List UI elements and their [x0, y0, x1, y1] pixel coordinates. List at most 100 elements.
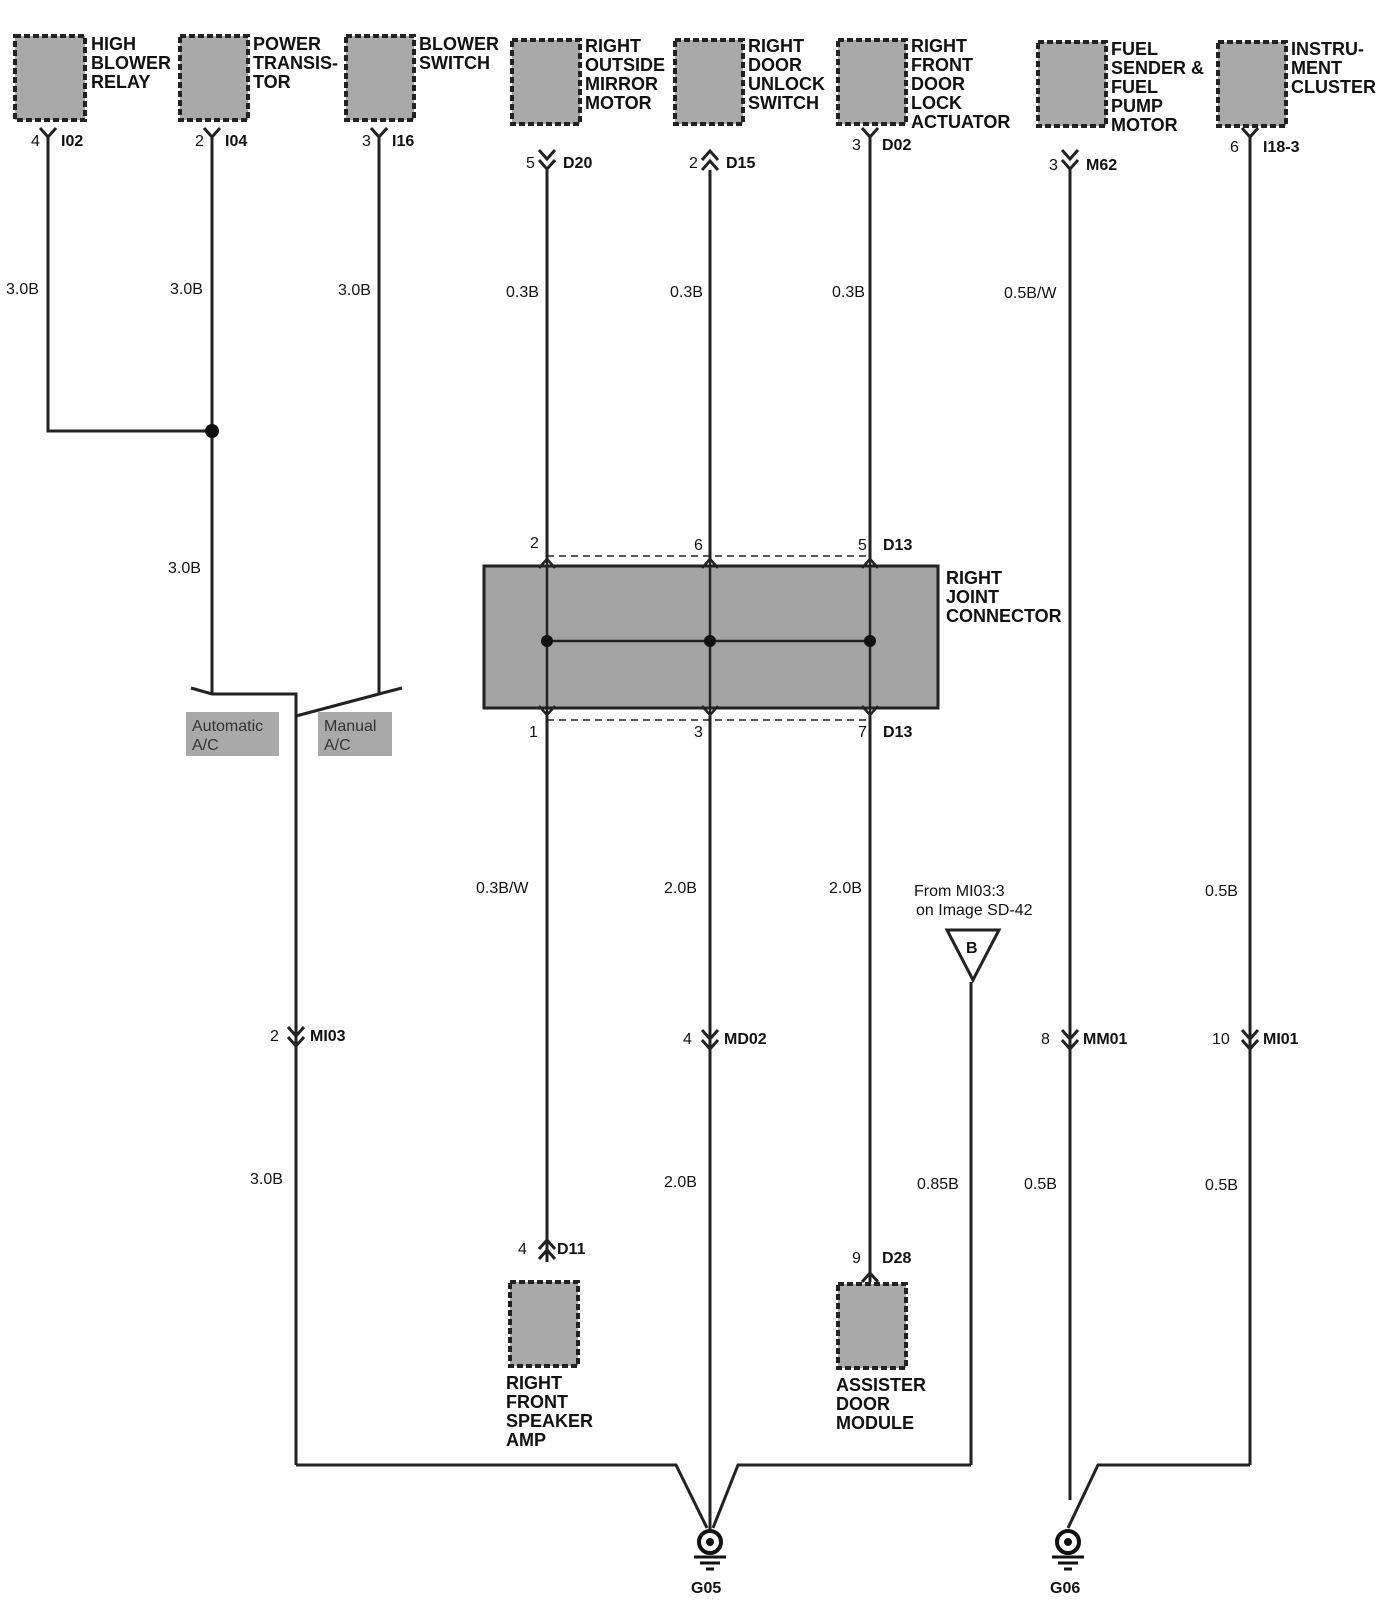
mirror-motor-label-4: MOTOR: [585, 93, 652, 113]
pin-m62: 3: [1049, 157, 1058, 174]
connector-id-i02: I02: [61, 133, 83, 150]
connector-id-i16: I16: [392, 133, 414, 150]
wire-size-m62: 0.5B/W: [1004, 285, 1057, 302]
pin-d13-top-1: 2: [530, 535, 539, 552]
pin-mm01: 8: [1041, 1031, 1050, 1048]
pin-d13-bottom-3: 7: [858, 724, 867, 741]
wire-size-i16: 3.0B: [338, 282, 371, 299]
wire-size-b: 0.85B: [917, 1176, 959, 1193]
wire-size-i18: 0.5B: [1205, 883, 1238, 900]
power-transistor-label-1: POWER: [253, 34, 321, 54]
power-transistor-label-2: TRANSIS-: [253, 53, 338, 73]
pin-d28: 9: [852, 1250, 861, 1267]
blower-switch-label-2: SWITCH: [419, 53, 490, 73]
fuel-sender-label-4: PUMP: [1111, 96, 1163, 116]
ground-g05: G05: [691, 1529, 726, 1597]
component-right-front-speaker-amp: RIGHT FRONT SPEAKER AMP: [506, 1280, 593, 1450]
pin-d11: 4: [518, 1241, 527, 1258]
component-right-outside-mirror-motor: RIGHT OUTSIDE MIRROR MOTOR: [510, 36, 665, 126]
mirror-motor-label-3: MIRROR: [585, 74, 658, 94]
wire-size-mi03: 3.0B: [250, 1171, 283, 1188]
unlock-switch-label-1: RIGHT: [748, 36, 804, 56]
connector-id-mi03: MI03: [310, 1028, 346, 1045]
assister-module-label-2: DOOR: [836, 1394, 890, 1414]
option-manual-label-2: A/C: [324, 737, 351, 754]
instrument-cluster-label-1: INSTRU-: [1291, 39, 1364, 59]
ground-label-g05: G05: [691, 1580, 721, 1597]
connector-id-mm01: MM01: [1083, 1031, 1128, 1048]
wire-size-splice: 3.0B: [168, 560, 201, 577]
pin-d15: 2: [689, 155, 698, 172]
pin-i02: 4: [31, 133, 40, 150]
component-high-blower-relay: HIGH BLOWER RELAY: [13, 34, 171, 122]
lock-actuator-label-1: RIGHT: [911, 36, 967, 56]
high-blower-relay-label-1: HIGH: [91, 34, 136, 54]
component-right-door-unlock-switch: RIGHT DOOR UNLOCK SWITCH: [673, 36, 825, 126]
pin-i16: 3: [362, 133, 371, 150]
pin-d13-top-3: 5: [858, 537, 867, 554]
wire-size-mi01: 0.5B: [1205, 1177, 1238, 1194]
connector-id-d15: D15: [726, 155, 755, 172]
connector-id-d13-top: D13: [883, 537, 912, 554]
lock-actuator-label-3: DOOR: [911, 74, 965, 94]
ground-label-g06: G06: [1050, 1580, 1080, 1597]
high-blower-relay-label-2: BLOWER: [91, 53, 171, 73]
connector-id-d02: D02: [882, 137, 911, 154]
instrument-cluster-label-2: MENT: [1291, 58, 1342, 78]
connector-id-d20: D20: [563, 155, 592, 172]
option-manual-label-1: Manual: [324, 718, 376, 735]
reference-letter: B: [966, 940, 978, 957]
fuel-sender-label-3: FUEL: [1111, 77, 1158, 97]
assister-module-label-3: MODULE: [836, 1413, 914, 1433]
connector-symbols-mid: [286, 1026, 1260, 1283]
connector-id-i18-3: I18-3: [1263, 139, 1300, 156]
mirror-motor-label-2: OUTSIDE: [585, 55, 665, 75]
reference-line-1: From MI03:3: [914, 883, 1005, 900]
connector-id-md02: MD02: [724, 1031, 767, 1048]
connector-id-d13-bottom: D13: [883, 724, 912, 741]
lock-actuator-label-2: FRONT: [911, 55, 973, 75]
unlock-switch-label-2: DOOR: [748, 55, 802, 75]
pin-i04: 2: [195, 133, 204, 150]
wire-size-i02: 3.0B: [6, 281, 39, 298]
splice-point-blower: [205, 424, 219, 438]
lock-actuator-label-4: LOCK: [911, 93, 962, 113]
speaker-amp-label-1: RIGHT: [506, 1373, 562, 1393]
power-transistor-label-3: TOR: [253, 72, 291, 92]
connector-id-d28: D28: [882, 1250, 911, 1267]
reference-line-2: on Image SD-42: [916, 902, 1033, 919]
wire-size-jc-right: 2.0B: [829, 880, 862, 897]
joint-connector-label-3: CONNECTOR: [946, 606, 1062, 626]
wire-size-jc-left: 0.3B/W: [476, 880, 529, 897]
pin-mi01: 10: [1212, 1031, 1230, 1048]
right-joint-connector: RIGHT JOINT CONNECTOR: [482, 555, 1062, 721]
pin-d02: 3: [852, 137, 861, 154]
assister-module-label-1: ASSISTER: [836, 1375, 926, 1395]
connector-id-m62: M62: [1086, 157, 1117, 174]
reference-triangle-icon: [944, 928, 1002, 984]
connector-id-i04: I04: [225, 133, 247, 150]
ground-icon: [694, 1529, 726, 1571]
joint-connector-label-1: RIGHT: [946, 568, 1002, 588]
option-manual-ac: Manual A/C: [318, 712, 392, 756]
pin-mi03: 2: [270, 1028, 279, 1045]
component-fuel-sender-pump-motor: FUEL SENDER & FUEL PUMP MOTOR: [1036, 39, 1204, 135]
option-automatic-label-2: A/C: [192, 737, 219, 754]
reference-b: From MI03:3 on Image SD-42 B: [914, 883, 1033, 984]
speaker-amp-label-2: FRONT: [506, 1392, 568, 1412]
wires: [46, 137, 1252, 1530]
fuel-sender-label-1: FUEL: [1111, 39, 1158, 59]
unlock-switch-label-3: UNLOCK: [748, 74, 825, 94]
wire-size-jc-mid: 2.0B: [664, 880, 697, 897]
component-power-transistor: POWER TRANSIS- TOR: [178, 34, 338, 122]
high-blower-relay-label-3: RELAY: [91, 72, 150, 92]
pin-md02: 4: [683, 1031, 692, 1048]
connector-id-d11: D11: [557, 1241, 586, 1258]
pin-d13-bottom-2: 3: [694, 724, 703, 741]
connector-symbols-top: [38, 127, 1260, 172]
unlock-switch-label-4: SWITCH: [748, 93, 819, 113]
blower-switch-label-1: BLOWER: [419, 34, 499, 54]
lock-actuator-label-5: ACTUATOR: [911, 112, 1010, 132]
option-automatic-label-1: Automatic: [192, 718, 263, 735]
